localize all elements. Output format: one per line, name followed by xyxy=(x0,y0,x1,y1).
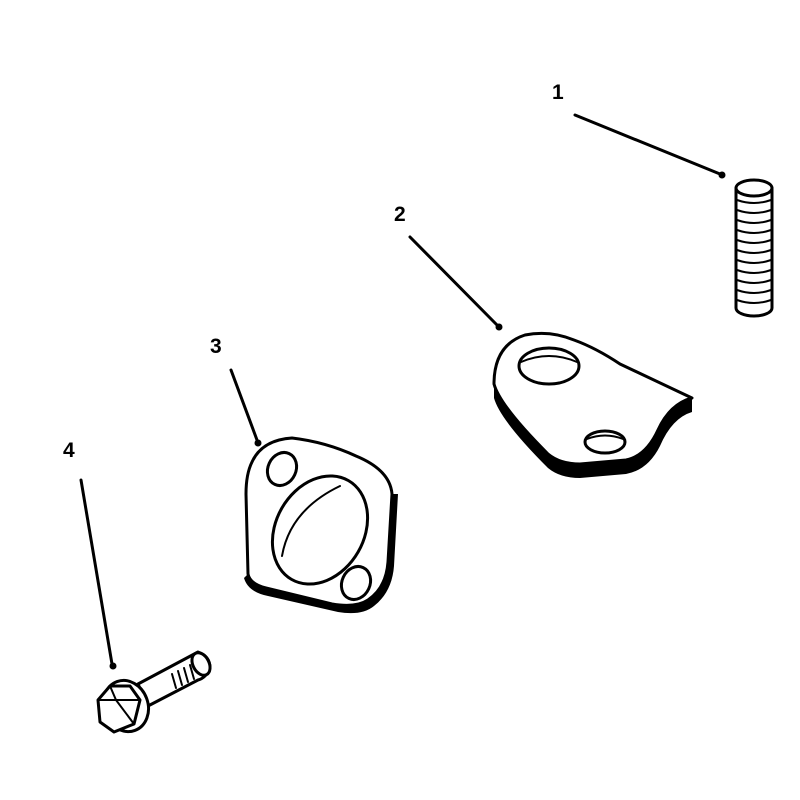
callout-1-leader xyxy=(573,113,722,176)
callout-2-label: 2 xyxy=(394,203,406,226)
callout-4-label: 4 xyxy=(63,439,75,462)
gasket-part xyxy=(244,436,398,614)
callout-4-leader xyxy=(79,478,114,666)
callout-3-label: 3 xyxy=(210,335,222,358)
callout-2: 2 xyxy=(394,203,503,331)
flange-bolt-part xyxy=(96,650,212,734)
callout-1-label: 1 xyxy=(552,81,564,104)
callout-3-leader xyxy=(229,368,259,442)
stud-part xyxy=(734,178,774,318)
bracket-part xyxy=(492,331,694,478)
callout-1: 1 xyxy=(552,81,726,179)
callout-1-dot xyxy=(718,171,726,179)
callout-2-dot xyxy=(495,323,503,331)
callout-4: 4 xyxy=(63,439,117,670)
callout-4-dot xyxy=(109,662,117,670)
callout-3: 3 xyxy=(210,335,262,447)
callout-3-dot xyxy=(254,439,262,447)
callout-2-leader xyxy=(408,235,499,327)
